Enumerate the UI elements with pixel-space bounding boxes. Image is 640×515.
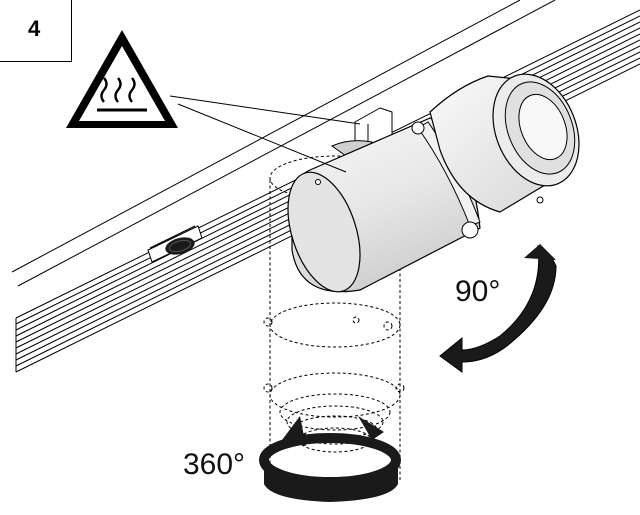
- step-number: 4: [28, 16, 41, 41]
- rotation-angle-label: 360°: [183, 448, 246, 481]
- rotation-arrow: [259, 416, 401, 502]
- warning-leader-lines: [169, 95, 361, 173]
- hot-surface-warning-icon: [66, 30, 178, 128]
- rail-slot: [147, 225, 203, 263]
- ghost-housing: [263, 155, 405, 480]
- tilt-angle-label: 90°: [455, 275, 501, 308]
- tilt-arrow: [439, 244, 557, 373]
- spotlight-housing: [287, 73, 580, 293]
- step-number-box: 4: [0, 0, 72, 62]
